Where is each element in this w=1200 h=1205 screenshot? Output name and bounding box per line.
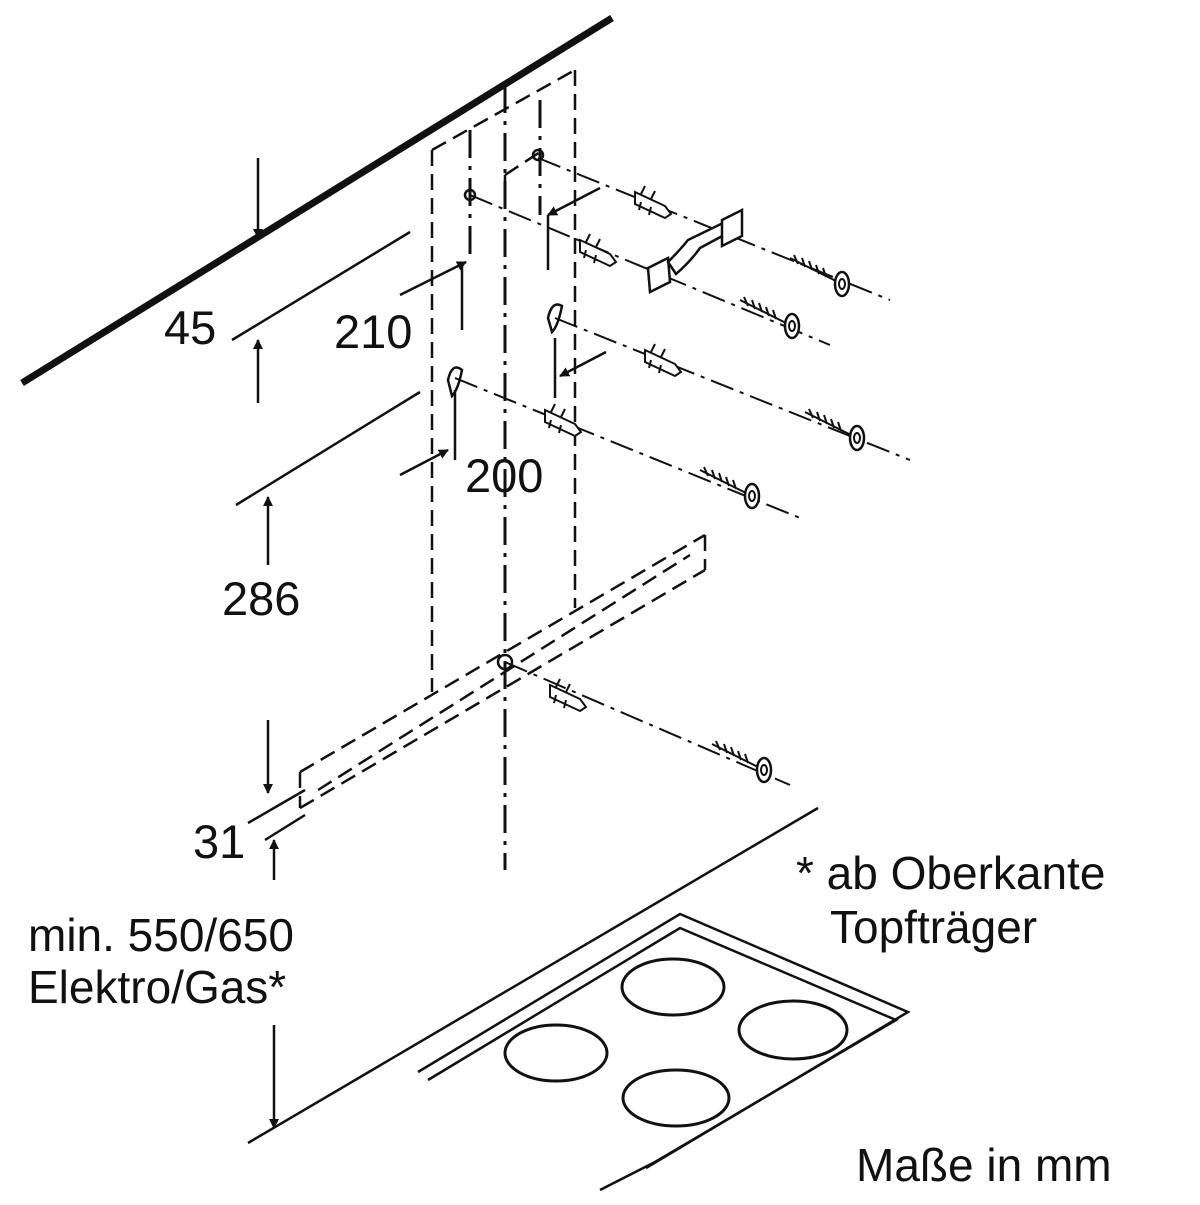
keyhole-slots xyxy=(446,148,564,671)
ceiling-line xyxy=(20,15,614,386)
dimension-200 xyxy=(399,338,607,477)
hood-bracket-outline xyxy=(298,533,707,810)
footnote-line1: * ab Oberkante xyxy=(796,847,1106,899)
dimension-45-label: 45 xyxy=(164,301,217,354)
chimney-bracket xyxy=(646,207,744,294)
dimension-210-label: 210 xyxy=(334,305,413,358)
wall-screw-1 xyxy=(788,253,851,298)
dimension-31-label: 31 xyxy=(193,815,246,868)
min-height-line1: min. 550/650 xyxy=(28,909,294,961)
dimension-210 xyxy=(399,186,601,330)
wall-dowel-1 xyxy=(634,185,672,219)
wall-screw-2 xyxy=(738,295,801,340)
dimension-31 xyxy=(247,788,306,880)
dimension-286 xyxy=(235,390,421,794)
dimension-286-label: 286 xyxy=(222,572,301,625)
units-note: Maße in mm xyxy=(856,1139,1112,1191)
wall-screw-5 xyxy=(710,739,773,784)
min-height-line2: Elektro/Gas* xyxy=(28,961,287,1013)
wall-dowel-3 xyxy=(644,343,682,377)
wall-screw-4 xyxy=(698,465,761,510)
footnote-line2: Topfträger xyxy=(830,901,1038,953)
dimension-200-label: 200 xyxy=(465,449,544,502)
dimension-45 xyxy=(231,158,411,403)
cooktop xyxy=(247,806,911,1192)
wall-dowel-2 xyxy=(579,233,617,267)
